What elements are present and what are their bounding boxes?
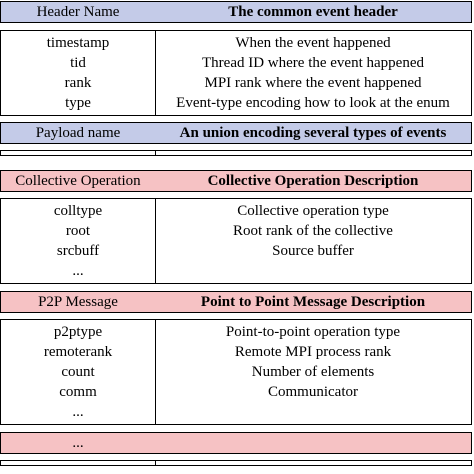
p2p-fields-row: p2ptype remoterank count comm ... Point-…: [0, 319, 472, 425]
payload-title-row: Payload name An union encoding several t…: [0, 122, 472, 144]
field-name: remoterank: [43, 344, 113, 360]
field-name: p2ptype: [53, 324, 103, 340]
payload-description-cell: An union encoding several types of event…: [155, 123, 471, 143]
field-description: Collective operation type: [237, 203, 389, 219]
field-name: comm: [59, 384, 97, 400]
field-description: Point-to-point operation type: [225, 324, 401, 340]
field-description: Number of elements: [251, 364, 375, 380]
empty-row: [0, 460, 472, 466]
collective-fields-row: colltype root srcbuff ... Collective ope…: [0, 198, 472, 284]
field-description: [155, 261, 471, 281]
field-description: Remote MPI process rank: [234, 344, 392, 360]
field-name: rank: [64, 75, 92, 91]
p2p-description-cell: Point to Point Message Description: [155, 292, 471, 312]
field-description: Communicator: [268, 384, 358, 400]
field-name: tid: [70, 55, 86, 71]
header-title-row: Header Name The common event header: [0, 1, 472, 23]
more-name-cell: ...: [1, 433, 156, 453]
field-name: count: [61, 364, 95, 380]
empty-row: [0, 150, 472, 156]
field-description: Source buffer: [272, 243, 354, 259]
payload-name-cell: Payload name: [1, 123, 156, 143]
collective-name-cell: Collective Operation: [1, 171, 156, 191]
collective-title-row: Collective Operation Collective Operatio…: [0, 170, 472, 192]
p2p-name-cell: P2P Message: [1, 292, 156, 312]
header-description-cell: The common event header: [155, 2, 471, 22]
field-name: ...: [72, 404, 84, 420]
field-description: When the event happened: [235, 35, 391, 51]
collective-description-cell: Collective Operation Description: [155, 171, 471, 191]
field-description: Root rank of the collective: [233, 223, 393, 239]
field-description: MPI rank where the event happened: [204, 75, 422, 91]
field-name: timestamp: [46, 35, 110, 51]
field-name: type: [65, 95, 91, 111]
field-description: Thread ID where the event happened: [202, 55, 424, 71]
field-description: Event-type encoding how to look at the e…: [176, 95, 450, 111]
more-description-cell: [155, 433, 471, 453]
header-name-cell: Header Name: [1, 2, 156, 22]
p2p-title-row: P2P Message Point to Point Message Descr…: [0, 291, 472, 313]
field-name: ...: [72, 263, 84, 279]
header-fields-row: timestamp tid rank type When the event h…: [0, 30, 472, 116]
field-name: srcbuff: [56, 243, 100, 259]
field-name: root: [65, 223, 91, 239]
more-title-row: ...: [0, 432, 472, 454]
field-name: colltype: [53, 203, 103, 219]
field-description: [155, 402, 471, 422]
